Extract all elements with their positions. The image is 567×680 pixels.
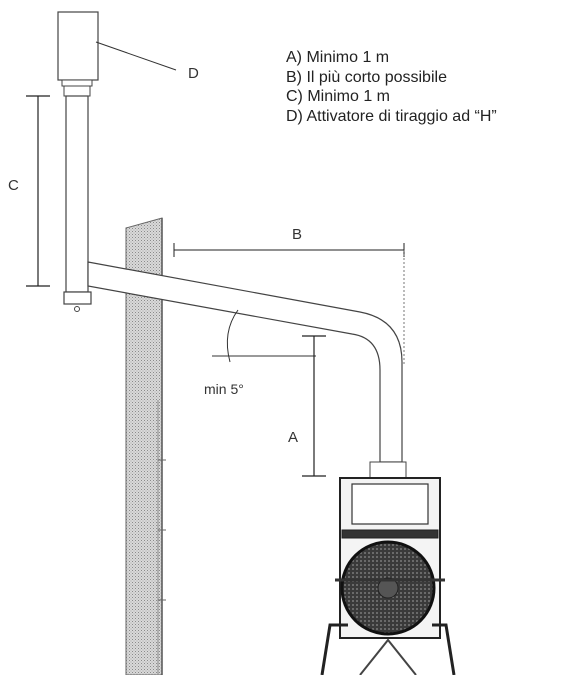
legend-item-d: D) Attivatore di tiraggio ad “H” [286,107,497,125]
dimension-b: B [173,226,405,365]
vertical-flue [63,95,92,312]
label-b: B [292,226,302,243]
label-c: C [8,177,19,194]
heater [320,461,456,676]
legend-item-c: C) Minimo 1 m [286,88,391,105]
label-angle: min 5° [204,381,244,397]
legend-item-b: B) Il più corto possibile [286,68,447,86]
draft-activator-cap [57,11,177,97]
dimension-c: C [8,95,50,287]
angle-indicator: min 5° [204,309,316,397]
dimension-a: A [288,335,326,477]
legend: A) Minimo 1 m B) Il più corto possibile … [286,48,497,126]
legend-item-a: A) Minimo 1 m [286,49,390,66]
label-a: A [288,429,298,446]
label-d: D [188,65,199,82]
